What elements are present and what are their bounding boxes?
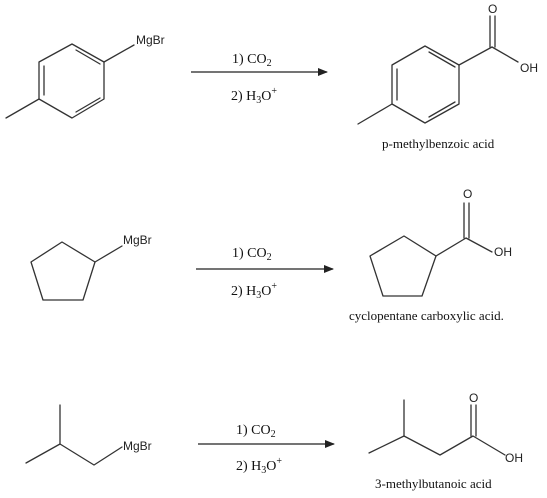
mgbr-label: MgBr [136,33,165,47]
c-oh-bond [491,46,519,63]
cyclopentane-ring [30,241,96,301]
benzene-ring [38,43,105,119]
carbonyl-oxygen-label: O [463,187,472,201]
product-name-1: p-methylbenzoic acid [382,136,495,151]
hydroxyl-label: OH [520,61,538,75]
aromatic-double-bond [428,101,456,118]
c-mg-bond [103,44,135,63]
reaction-3: MgBr 1) CO2 2) H3O+ O OH 3-methylbutanoi… [25,391,523,491]
reaction-2: MgBr 1) CO2 2) H3O+ O OH cyclopentane ca… [30,187,512,323]
carbonyl-oxygen-label: O [469,391,478,405]
cyclopentane-ring [369,235,437,297]
reactant-1-structure: MgBr [5,33,165,119]
mgbr-label: MgBr [123,439,152,453]
reaction-arrow-2: 1) CO2 2) H3O+ [196,246,334,301]
aromatic-double-bond [75,97,101,113]
c-oh-bond [465,237,493,253]
carbon-chain [368,435,506,456]
isobutyl-chain [25,443,123,466]
condition-step-2: 2) H3O+ [236,456,282,476]
product-name-2: cyclopentane carboxylic acid. [349,308,504,323]
benzene-ring [391,45,460,124]
condition-step-1: 1) CO2 [232,246,272,263]
methyl-bond [357,103,393,125]
product-2-structure: O OH [369,187,512,297]
methyl-bond [5,98,40,119]
condition-step-1: 1) CO2 [232,52,272,69]
ring-carboxyl-bond [435,237,467,257]
hydroxyl-label: OH [505,451,523,465]
aromatic-double-bond [75,49,101,65]
aromatic-double-bond [428,51,456,68]
product-name-3: 3-methylbutanoic acid [375,476,492,491]
mgbr-label: MgBr [123,233,152,247]
condition-step-2: 2) H3O+ [231,86,277,106]
product-1-structure: O OH [357,2,538,125]
condition-step-1: 1) CO2 [236,423,276,440]
ring-carboxyl-bond [458,46,493,66]
reactant-2-structure: MgBr [30,233,152,301]
reaction-arrow-3: 1) CO2 2) H3O+ [198,423,335,476]
c-mg-bond [94,245,123,263]
reaction-1: MgBr 1) CO2 2) H3O+ O OH p-methylbenzoic… [5,2,538,151]
product-3-structure: O OH [368,391,523,465]
reaction-arrow-1: 1) CO2 2) H3O+ [191,52,328,106]
carbonyl-oxygen-label: O [488,2,497,16]
hydroxyl-label: OH [494,245,512,259]
reactant-3-structure: MgBr [25,404,152,466]
condition-step-2: 2) H3O+ [231,281,277,301]
